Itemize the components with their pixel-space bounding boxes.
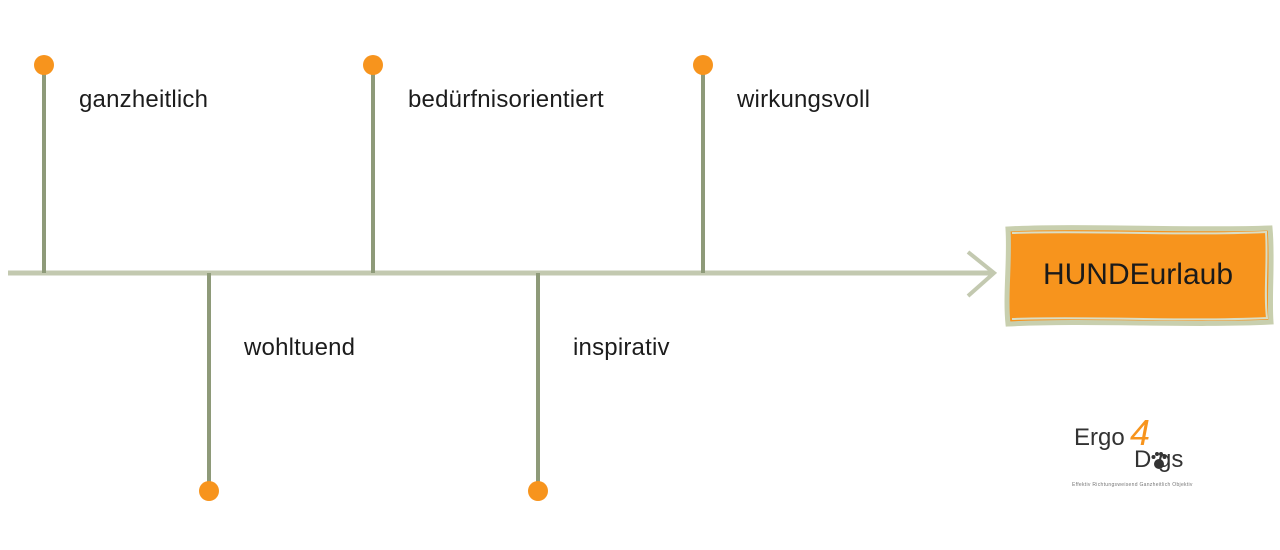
milestone-label-ganzheitlich: ganzheitlich (79, 86, 209, 113)
logo-word-ergo: Ergo (1074, 424, 1125, 451)
milestone-label-wohltuend: wohltuend (244, 334, 356, 361)
timeline-arrowhead (966, 250, 998, 298)
milestone-dot-wirkungsvoll (693, 55, 713, 75)
logo-tagline: Effektiv Richtungsweisend Ganzheitlich O… (1072, 482, 1193, 488)
goal-box: HUNDEurlaub (1004, 225, 1272, 325)
milestone-dot-inspirativ (528, 481, 548, 501)
ergo4dogs-logo: Ergo 4 D gs Effektiv Richtungsweisend Ga… (1068, 412, 1208, 498)
milestone-label-inspirativ: inspirativ (573, 334, 670, 361)
milestone-dot-beduerfnisorientiert (363, 55, 383, 75)
logo-digit-four: 4 (1130, 412, 1151, 453)
goal-label: HUNDEurlaub (1042, 258, 1234, 291)
paw-icon (1151, 452, 1167, 469)
goal-box-border (1004, 225, 1274, 327)
goal-box-border-inner (1011, 230, 1269, 321)
milestone-dot-ganzheitlich (34, 55, 54, 75)
milestone-dot-wohltuend (199, 481, 219, 501)
milestone-label-wirkungsvoll: wirkungsvoll (737, 86, 871, 113)
milestone-label-beduerfnisorientiert: bedürfnisorientiert (408, 86, 604, 113)
